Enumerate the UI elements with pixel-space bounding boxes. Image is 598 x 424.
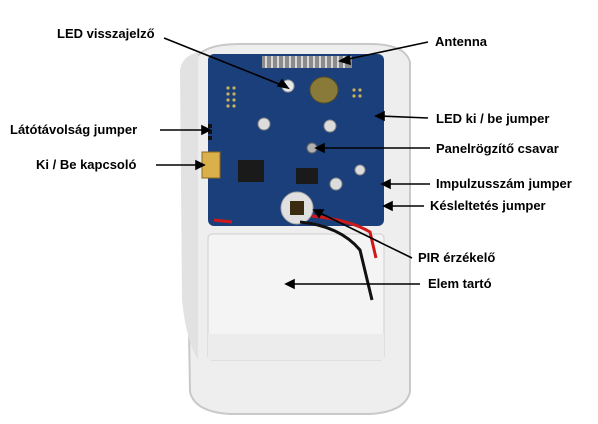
range-jumper-pins xyxy=(208,124,212,140)
label-board-screw: Panelrögzítő csavar xyxy=(436,141,559,156)
crystal-component xyxy=(309,76,339,104)
label-delay-jumper: Késleltetés jumper xyxy=(430,198,546,213)
ic-chip-right xyxy=(296,168,318,184)
label-range-jumper: Látótávolság jumper xyxy=(10,122,138,137)
battery-connector-wire xyxy=(213,218,233,224)
capacitor xyxy=(354,164,366,176)
label-battery-holder: Elem tartó xyxy=(428,276,492,291)
antenna-coil xyxy=(262,56,352,68)
capacitor xyxy=(257,117,271,131)
pir-sensor-window xyxy=(290,201,304,215)
capacitor xyxy=(323,119,337,133)
battery-holder-tab xyxy=(208,334,384,360)
label-pulse-jumper: Impulzusszám jumper xyxy=(436,176,572,191)
label-pir-sensor: PIR érzékelő xyxy=(418,250,496,265)
label-antenna: Antenna xyxy=(435,34,487,49)
ic-chip-left xyxy=(238,160,264,182)
housing-inner-edge xyxy=(180,52,198,360)
label-on-off-switch: Ki / Be kapcsoló xyxy=(36,157,137,172)
black-wire xyxy=(299,220,374,301)
pad-grid xyxy=(226,86,362,108)
label-led-jumper: LED ki / be jumper xyxy=(436,111,550,126)
leader-lines xyxy=(156,37,430,290)
label-led-indicator: LED visszajelző xyxy=(57,26,155,41)
capacitor xyxy=(329,177,343,191)
